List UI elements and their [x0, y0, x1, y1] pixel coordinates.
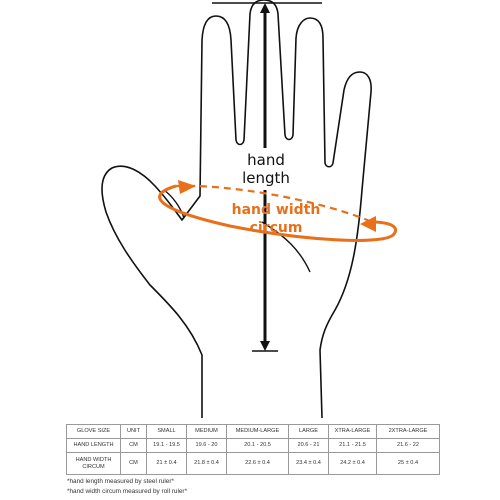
table-cell: 20.1 - 20.5 [226, 438, 289, 453]
table-cell: GLOVE SIZE [66, 424, 121, 439]
circum-ellipse-front [158, 184, 397, 242]
table-cell: MEDIUM [186, 424, 227, 439]
hand-width-label-line2: circum [250, 220, 303, 236]
table-cell: 19.6 - 20 [186, 438, 227, 453]
circum-arrow-right-icon [360, 216, 376, 232]
table-cell: 21.8 ± 0.4 [186, 452, 227, 475]
table-cell: CM [120, 438, 147, 453]
thumb-line [163, 189, 185, 219]
table-cell: LARGE [288, 424, 329, 439]
circum-arrow-left-icon [178, 180, 196, 194]
hand-width-label-line1: hand width [232, 202, 321, 218]
table-cell: 19.1 - 19.5 [146, 438, 187, 453]
table-cell: 20.6 - 21 [288, 438, 329, 453]
table-cell: 2XTRA-LARGE [376, 424, 440, 439]
hand-length-label-line2: length [242, 169, 290, 187]
hand-measurement-diagram: hand length hand width circum [101, 0, 397, 419]
hand-length-label-line1: hand [247, 151, 285, 169]
table-cell: MEDIUM-LARGE [226, 424, 289, 439]
table-cell: 21 ± 0.4 [146, 452, 187, 475]
table-cell: 21.1 - 21.5 [328, 438, 377, 453]
measurement-notes: *hand length measured by steel ruler* *h… [67, 477, 187, 496]
table-cell: HAND WIDTH CIRCUM [66, 452, 121, 475]
table-cell: 25 ± 0.4 [376, 452, 440, 475]
note-hand-length: *hand length measured by steel ruler* [67, 478, 174, 485]
table-cell: CM [120, 452, 147, 475]
table-cell: UNIT [120, 424, 147, 439]
table-cell: 24.2 ± 0.4 [328, 452, 377, 475]
table-cell: 23.4 ± 0.4 [288, 452, 329, 475]
hand-outline [101, 0, 372, 419]
length-label-bg [240, 148, 292, 190]
table-cell: 22.6 ± 0.4 [226, 452, 289, 475]
circum-ellipse-back [175, 184, 373, 224]
table-cell: SMALL [146, 424, 187, 439]
note-hand-width: *hand width circum measured by roll rule… [67, 487, 188, 495]
table-cell: 21.6 - 22 [376, 438, 440, 453]
table-cell: HAND LENGTH [66, 438, 121, 453]
table-cell: XTRA-LARGE [328, 424, 377, 439]
